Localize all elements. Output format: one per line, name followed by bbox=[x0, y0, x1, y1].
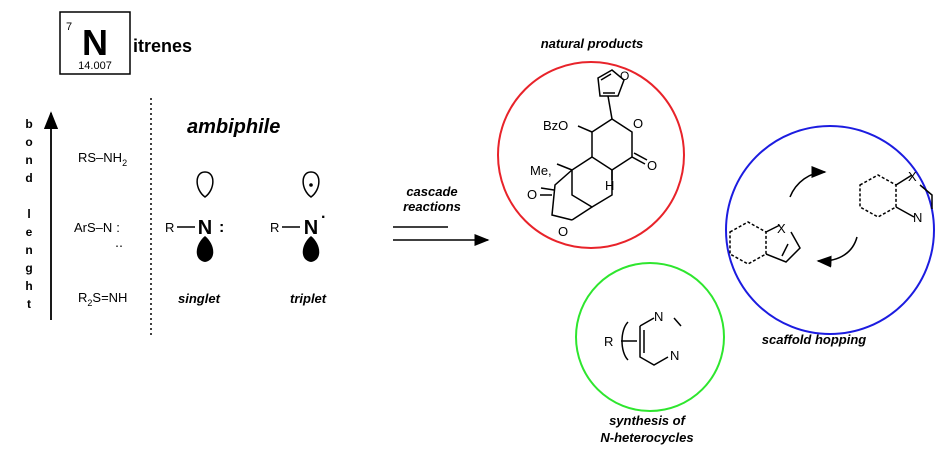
natural-product-structure bbox=[540, 69, 648, 221]
np-methyl: Me, bbox=[530, 163, 552, 178]
pyrimidine-n2: N bbox=[670, 348, 679, 363]
np-carbonyl-oxygen: O bbox=[647, 158, 657, 173]
scaffold-circle bbox=[725, 125, 935, 335]
hop-arrow-forward bbox=[789, 166, 827, 198]
singlet-r: R bbox=[165, 220, 174, 235]
atomic-mass: 14.007 bbox=[78, 60, 112, 72]
axis-letter: n bbox=[25, 153, 32, 167]
scaffold-hopping-label: scaffold hopping bbox=[762, 332, 867, 347]
np-bzo: BzO bbox=[543, 118, 568, 133]
np-bridge-oxygen: O bbox=[558, 224, 568, 239]
axis-letter: b bbox=[25, 117, 32, 131]
reagent-rs-nh2: RS–NH2 bbox=[78, 150, 127, 168]
reagent-r2s-nh: R2S=NH bbox=[78, 290, 127, 308]
np-lactone-oxygen: O bbox=[633, 116, 643, 131]
scaffold-hopping: X N X scaffold hopping bbox=[725, 125, 935, 347]
cascade-arrow-group: cascade reactions bbox=[393, 184, 490, 246]
heterocycles-label-2: N-heterocycles bbox=[600, 430, 693, 445]
axis-letter: g bbox=[25, 261, 32, 275]
heterocycles-label-1: synthesis of bbox=[609, 413, 687, 428]
triplet-label: triplet bbox=[290, 291, 327, 306]
singlet-filled-orbital bbox=[196, 236, 214, 262]
natural-products: natural products O BzO O bbox=[497, 36, 685, 249]
axis-letter: d bbox=[25, 171, 32, 185]
axis-letter: l bbox=[27, 207, 30, 221]
triplet-nitrene: R N · triplet bbox=[270, 171, 327, 306]
n-heterocycles: N N R synthesis of N-heterocycles bbox=[575, 262, 725, 445]
natural-products-circle bbox=[497, 61, 685, 249]
singlet-lone-pair: : bbox=[219, 219, 224, 236]
heterocycles-circle bbox=[575, 262, 725, 412]
triplet-n: N bbox=[304, 217, 318, 239]
pyrimidine-structure bbox=[621, 317, 682, 366]
azine-n: N bbox=[913, 210, 922, 225]
natural-products-label: natural products bbox=[541, 36, 644, 51]
nitrenes-word: itrenes bbox=[133, 36, 192, 56]
reagent-list: RS–NH2 ArS–N: ‥ R2S=NH bbox=[74, 150, 127, 308]
hop-arrow-back bbox=[816, 236, 858, 268]
reagent-ars-n-lone-pair: ‥ bbox=[115, 236, 123, 250]
axis-letter: o bbox=[25, 135, 32, 149]
element-box-border bbox=[59, 11, 131, 75]
pyrimidine-n1: N bbox=[654, 309, 663, 324]
triplet-radical-dot: · bbox=[321, 209, 326, 226]
np-keto-oxygen: O bbox=[527, 187, 537, 202]
singlet-nitrene: R N : singlet bbox=[165, 171, 224, 306]
cascade-label: cascade bbox=[406, 184, 457, 199]
atomic-number: 7 bbox=[66, 21, 72, 33]
axis-letter: e bbox=[26, 225, 33, 239]
element-symbol: N bbox=[82, 22, 108, 63]
np-furan-oxygen: O bbox=[620, 69, 629, 83]
pyrimidine-r: R bbox=[604, 334, 613, 349]
triplet-filled-orbital bbox=[302, 236, 320, 262]
azole-x: X bbox=[777, 221, 786, 236]
bicyclic-azole-structure bbox=[729, 221, 801, 265]
reagent-ars-n: ArS–N: bbox=[74, 220, 120, 235]
singlet-label: singlet bbox=[178, 291, 221, 306]
triplet-r: R bbox=[270, 220, 279, 235]
element-box: 7 N 14.007 itrenes bbox=[59, 11, 192, 75]
bicyclic-azine-structure bbox=[859, 174, 933, 218]
axis-letter: n bbox=[25, 243, 32, 257]
axis-letter: t bbox=[27, 297, 31, 311]
singlet-empty-orbital bbox=[196, 171, 214, 198]
triplet-electron bbox=[309, 183, 313, 187]
np-hydrogen: H bbox=[605, 178, 614, 193]
ambiphile-title: ambiphile bbox=[187, 116, 280, 138]
triplet-orbital bbox=[302, 171, 320, 198]
axis-letter: h bbox=[25, 279, 32, 293]
reactions-label: reactions bbox=[403, 199, 461, 214]
singlet-n: N bbox=[198, 217, 212, 239]
azine-x: X bbox=[908, 169, 917, 184]
